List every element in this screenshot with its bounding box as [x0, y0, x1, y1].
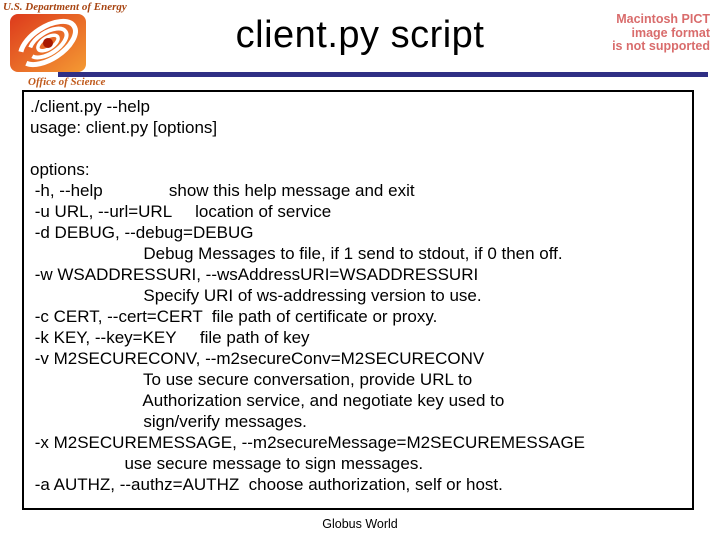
terminal-line: -d DEBUG, --debug=DEBUG — [30, 223, 254, 242]
pict-warning-line: is not supported — [612, 39, 710, 53]
terminal-line: -v M2SECURECONV, --m2secureConv=M2SECURE… — [30, 349, 485, 368]
page-title: client.py script — [235, 14, 485, 56]
terminal-line: options: — [30, 160, 90, 179]
terminal-output-box: ./client.py --help usage: client.py [opti… — [22, 90, 694, 510]
terminal-line: -a AUTHZ, --authz=AUTHZ choose authoriza… — [30, 475, 503, 494]
terminal-line: use secure message to sign messages. — [30, 454, 424, 473]
terminal-line: -k KEY, --key=KEY file path of key — [30, 328, 310, 347]
terminal-line: -u URL, --url=URL location of service — [30, 202, 332, 221]
office-of-science-label: Office of Science — [28, 76, 106, 88]
terminal-line: -x M2SECUREMESSAGE, --m2secureMessage=M2… — [30, 433, 586, 452]
terminal-line: ./client.py --help — [30, 97, 150, 116]
pict-warning-line: image format — [631, 25, 711, 40]
terminal-line — [30, 138, 692, 159]
terminal-line: Authorization service, and negotiate key… — [30, 391, 505, 410]
terminal-line: -h, --help show this help message and ex… — [30, 181, 415, 200]
terminal-line: Debug Messages to file, if 1 send to std… — [30, 244, 563, 263]
terminal-line: To use secure conversation, provide URL … — [30, 370, 473, 389]
doe-logo-icon — [10, 14, 86, 72]
terminal-line: sign/verify messages. — [30, 412, 307, 431]
footer-label: Globus World — [322, 517, 398, 531]
pict-warning-line: Macintosh PICT — [616, 12, 710, 26]
doe-agency-label: U.S. Department of Energy — [3, 1, 127, 13]
terminal-line: Specify URI of ws-addressing version to … — [30, 286, 482, 305]
terminal-line: usage: client.py [options] — [30, 118, 218, 137]
terminal-line: -w WSADDRESSURI, --wsAddressURI=WSADDRES… — [30, 265, 479, 284]
header-divider-line — [58, 72, 708, 77]
terminal-line: -c CERT, --cert=CERT file path of certif… — [30, 307, 438, 326]
